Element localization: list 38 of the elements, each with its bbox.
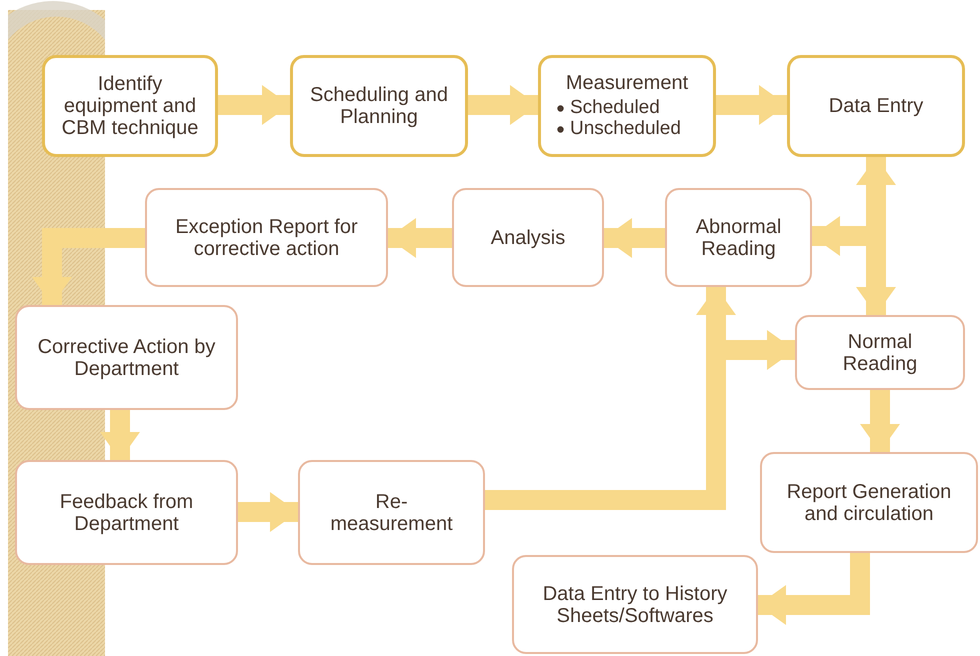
- process-box: [452, 188, 604, 287]
- block-arrow: [716, 85, 787, 125]
- process-box: [538, 55, 716, 157]
- block-arrow: [860, 390, 900, 452]
- process-box: [298, 460, 485, 565]
- block-arrow: [100, 410, 140, 460]
- process-box: [290, 55, 468, 157]
- block-arrow: [388, 218, 452, 258]
- process-box: [145, 188, 388, 287]
- process-box: [665, 188, 812, 287]
- block-arrow: [758, 553, 870, 625]
- box-label: Feedback from Department: [58, 490, 194, 534]
- box-label: Exception Report for corrective action: [174, 216, 359, 260]
- bullet-item: Unscheduled: [570, 119, 681, 140]
- block-arrow: [604, 218, 665, 258]
- box-label: Analysis: [490, 226, 566, 248]
- process-box: [42, 55, 218, 157]
- block-arrow: [218, 85, 290, 125]
- process-box: [15, 460, 238, 565]
- box-label: Corrective Action by Department: [36, 336, 216, 380]
- box-label: Data Entry: [828, 95, 924, 117]
- block-arrow: [468, 85, 538, 125]
- box-label: Measurement: [566, 72, 688, 94]
- box-label: Report Generation and circulation: [786, 480, 952, 524]
- process-box: [787, 55, 965, 157]
- box-label: Scheduling and Planning: [309, 84, 449, 128]
- process-box: [795, 315, 965, 390]
- box-label: Data Entry to History Sheets/Softwares: [542, 582, 728, 626]
- block-arrow: [32, 228, 145, 305]
- process-box: [760, 452, 978, 553]
- box-label: Re-measurement: [329, 490, 454, 534]
- box-label: Identify equipment and CBM technique: [61, 73, 199, 139]
- process-box: [512, 555, 758, 654]
- bullet-item: Scheduled: [570, 98, 660, 119]
- block-arrow: [238, 492, 298, 532]
- box-label: Normal Reading: [842, 330, 918, 374]
- box-label: Abnormal Reading: [694, 216, 782, 260]
- process-box: [15, 305, 238, 410]
